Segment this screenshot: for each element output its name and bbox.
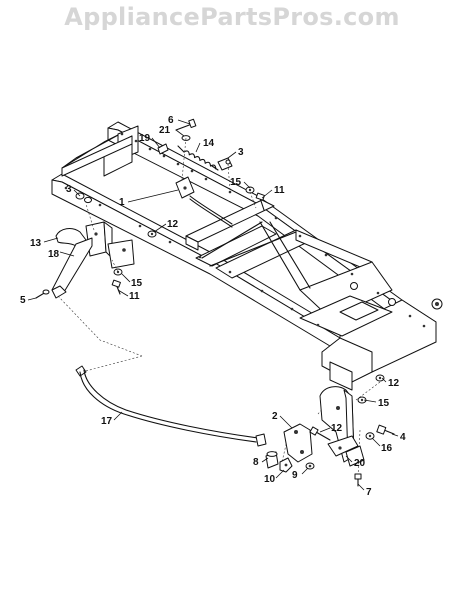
brake-rod (75, 365, 267, 447)
callout-19: 19 (139, 133, 151, 144)
callout-12-upper: 12 (167, 219, 179, 230)
callout-7: 7 (366, 487, 372, 498)
callout-5: 5 (20, 295, 26, 306)
lower-hardware (265, 374, 395, 487)
callout-12-right: 12 (388, 378, 400, 389)
brake-cable (175, 176, 233, 228)
callout-18: 18 (48, 249, 60, 260)
brake-pedal (51, 228, 93, 299)
callout-21: 21 (159, 125, 171, 136)
callout-3-upper: 3 (238, 147, 244, 158)
callout-15-pedal: 15 (131, 278, 143, 289)
callout-16: 16 (381, 443, 393, 454)
callout-11-upper: 11 (274, 185, 285, 196)
callout-13: 13 (30, 238, 42, 249)
pedal-bracket (85, 221, 135, 269)
brake-bracket-assembly (283, 386, 365, 467)
callout-12-lower: 12 (331, 423, 343, 434)
callout-2: 2 (272, 411, 278, 422)
leader-lines (27, 119, 399, 491)
watermark: AppliancePartsPros.com (64, 3, 400, 31)
callout-10: 10 (264, 474, 276, 485)
callout-17: 17 (101, 416, 113, 427)
frame-hardware (35, 186, 265, 299)
callout-20: 20 (354, 458, 366, 469)
callout-4: 4 (400, 432, 406, 443)
callout-9: 9 (292, 470, 298, 481)
callout-3-left: 3 (66, 184, 72, 195)
spring-assembly (157, 118, 233, 171)
callout-11-pedal: 11 (129, 291, 140, 302)
callout-14: 14 (203, 138, 215, 149)
callout-labels: 6 21 19 14 3 3 15 11 1 12 13 18 15 11 5 … (20, 115, 406, 498)
callout-15-upper: 15 (230, 177, 242, 188)
callout-15-right: 15 (378, 398, 390, 409)
callout-1: 1 (119, 197, 125, 208)
callout-8: 8 (253, 457, 259, 468)
callout-6: 6 (168, 115, 174, 126)
